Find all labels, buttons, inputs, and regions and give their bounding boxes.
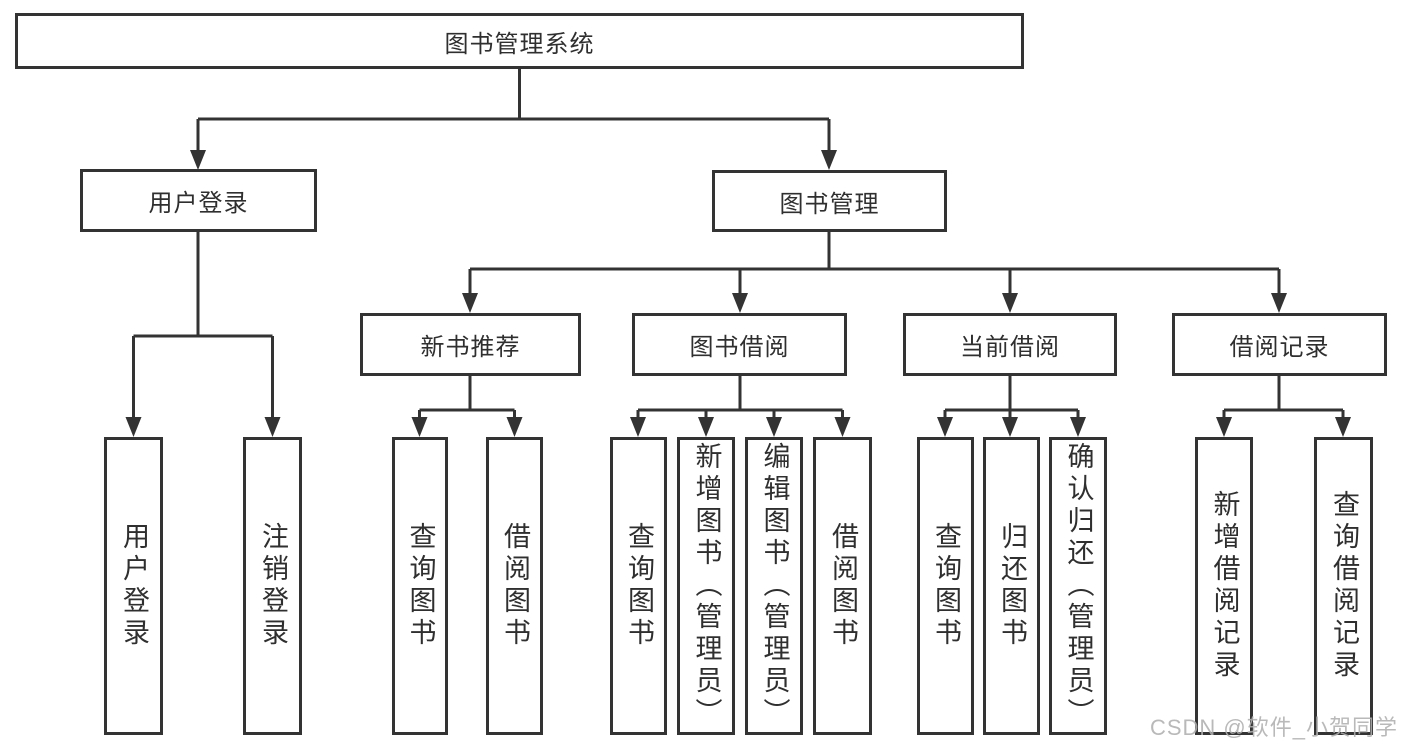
- node-borrow-records: 借阅记录: [1172, 313, 1387, 376]
- node-borrow-records-label: 借阅记录: [1229, 334, 1330, 361]
- node-leaf-user-login: 用户登录: [104, 437, 163, 735]
- node-leaf-bb-query-book-label: 查询图书: [624, 522, 654, 650]
- node-new-book-rec-label: 新书推荐: [420, 334, 521, 361]
- node-leaf-br-query-record: 查询借阅记录: [1314, 437, 1373, 735]
- node-leaf-br-query-record-label: 查询借阅记录: [1329, 490, 1359, 682]
- node-leaf-rec-borrow-book-label: 借阅图书: [500, 522, 530, 650]
- node-leaf-cb-return-book-label: 归还图书: [997, 522, 1027, 650]
- node-leaf-bb-add-book: 新增图书（管理员）: [677, 437, 735, 735]
- node-leaf-logout: 注销登录: [243, 437, 302, 735]
- node-leaf-logout-label: 注销登录: [258, 522, 288, 650]
- node-book-borrow-label: 图书借阅: [689, 334, 790, 361]
- node-user-login: 用户登录: [80, 169, 317, 232]
- node-leaf-cb-return-book: 归还图书: [983, 437, 1040, 735]
- node-leaf-bb-add-book-label: 新增图书（管理员）: [691, 442, 722, 730]
- node-leaf-rec-borrow-book: 借阅图书: [486, 437, 543, 735]
- node-book-mgmt: 图书管理: [712, 170, 947, 232]
- node-leaf-br-add-record-label: 新增借阅记录: [1209, 490, 1240, 682]
- node-leaf-cb-confirm-return: 确认归还（管理员）: [1049, 437, 1107, 735]
- node-user-login-label: 用户登录: [148, 190, 249, 217]
- node-book-mgmt-label: 图书管理: [779, 190, 880, 218]
- node-leaf-cb-query-book-label: 查询图书: [931, 522, 961, 650]
- node-leaf-user-login-label: 用户登录: [119, 522, 149, 650]
- node-new-book-rec: 新书推荐: [360, 313, 581, 376]
- node-current-borrow-label: 当前借阅: [960, 334, 1060, 361]
- node-root-label: 图书管理系统: [444, 30, 595, 58]
- arrowheads: [125, 150, 1351, 437]
- node-leaf-br-add-record: 新增借阅记录: [1195, 437, 1253, 735]
- node-current-borrow: 当前借阅: [903, 313, 1117, 376]
- node-leaf-bb-edit-book-label: 编辑图书（管理员）: [759, 442, 790, 730]
- node-leaf-cb-confirm-return-label: 确认归还（管理员）: [1063, 442, 1094, 730]
- node-leaf-bb-query-book: 查询图书: [610, 437, 667, 735]
- node-leaf-bb-borrow-book: 借阅图书: [813, 437, 872, 735]
- node-root: 图书管理系统: [15, 13, 1024, 69]
- node-leaf-rec-query-book-label: 查询图书: [405, 522, 436, 650]
- node-book-borrow: 图书借阅: [632, 313, 847, 376]
- node-leaf-bb-edit-book: 编辑图书（管理员）: [745, 437, 803, 735]
- node-leaf-bb-borrow-book-label: 借阅图书: [828, 522, 858, 650]
- node-leaf-cb-query-book: 查询图书: [917, 437, 974, 735]
- node-leaf-rec-query-book: 查询图书: [392, 437, 448, 735]
